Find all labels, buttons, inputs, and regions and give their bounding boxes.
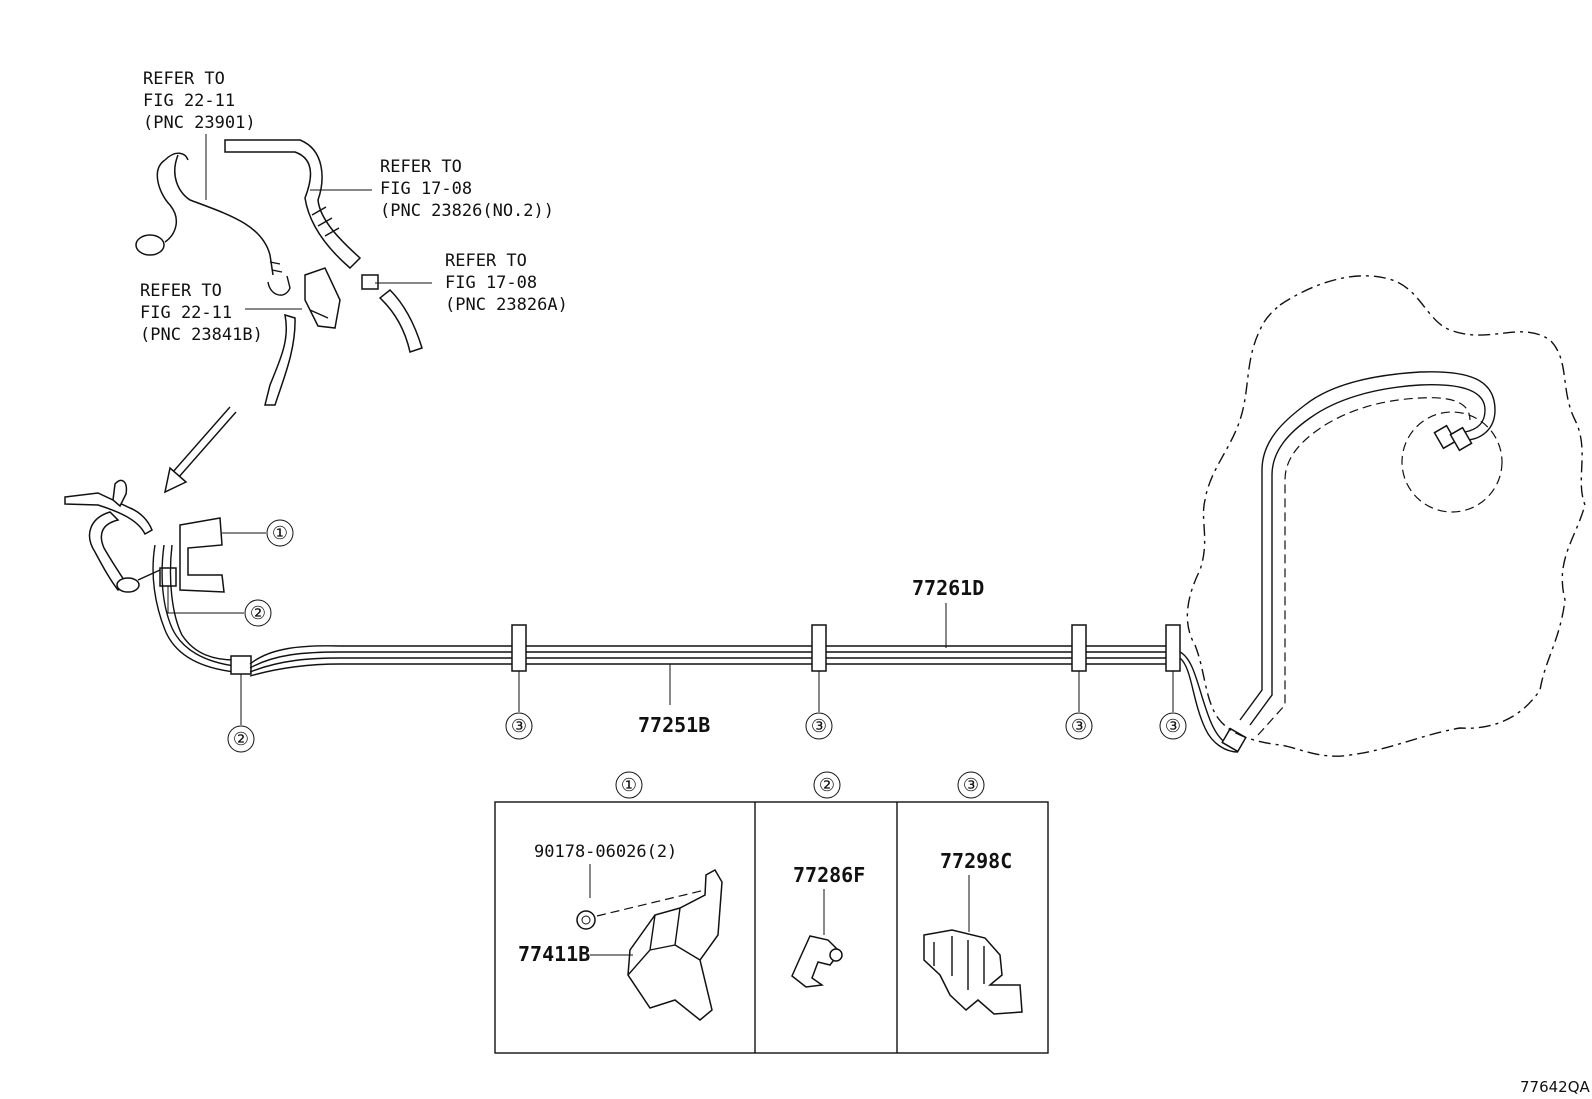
svg-text:REFER TO: REFER TO xyxy=(143,69,225,89)
callout-3-b: ③ xyxy=(811,716,827,737)
svg-text:FIG 22-11: FIG 22-11 xyxy=(143,91,235,111)
detail-box: ① ② ③ 90178-06026(2) 77411B 77286F 77298… xyxy=(494,771,1049,1054)
direction-arrow-icon xyxy=(163,406,237,494)
svg-text:FIG 22-11: FIG 22-11 xyxy=(140,303,232,323)
part-number-77298c: 77298C xyxy=(940,849,1012,873)
refer-label-fuel-inlet: REFER TO FIG 22-11 (PNC 23901) xyxy=(143,69,256,133)
clamp-3-d-icon xyxy=(1165,624,1181,672)
clamp-3-c-icon xyxy=(1071,624,1087,672)
refer-label-fuel-hose-a: REFER TO FIG 17-08 (PNC 23826A) xyxy=(445,251,568,315)
refer-label-breather: REFER TO FIG 22-11 (PNC 23841B) xyxy=(140,281,263,345)
fuel-tube-assembly xyxy=(64,479,1247,753)
figure-id: 77642QA xyxy=(1520,1078,1591,1096)
reference-hoses-group xyxy=(135,134,432,406)
clamp-3-a-icon xyxy=(511,624,527,672)
svg-text:FIG 17-08: FIG 17-08 xyxy=(445,273,537,293)
detail-header-2: ② xyxy=(819,775,835,796)
fuel-hose-a xyxy=(378,288,423,353)
svg-text:REFER TO: REFER TO xyxy=(445,251,527,271)
part-number-bolt: 90178-06026(2) xyxy=(534,842,677,862)
clamp-77298c-icon xyxy=(923,929,1023,1015)
clamp-3-b-icon xyxy=(811,624,827,672)
svg-text:FIG 17-08: FIG 17-08 xyxy=(380,179,472,199)
svg-text:(PNC 23841B): (PNC 23841B) xyxy=(140,325,263,345)
fuel-inlet-hose xyxy=(156,154,274,276)
svg-text:(PNC 23901): (PNC 23901) xyxy=(143,113,256,133)
part-number-77411b: 77411B xyxy=(518,942,590,966)
hose-clip-icon xyxy=(361,274,379,290)
vent-hose-no2 xyxy=(224,139,362,270)
detail-header-3: ③ xyxy=(963,775,979,796)
svg-text:(PNC 23826A): (PNC 23826A) xyxy=(445,295,568,315)
callout-2-upper: ② xyxy=(250,603,266,624)
callout-3-d: ③ xyxy=(1165,716,1181,737)
bracket-77411b-icon xyxy=(179,517,225,593)
callout-3-a: ③ xyxy=(511,716,527,737)
part-number-77251b: 77251B xyxy=(638,713,710,737)
breather-valve-icon xyxy=(304,267,341,329)
detail-header-1: ① xyxy=(621,775,637,796)
svg-text:REFER TO: REFER TO xyxy=(140,281,222,301)
svg-text:(PNC 23826(NO.2)): (PNC 23826(NO.2)) xyxy=(380,201,554,221)
part-number-77261d: 77261D xyxy=(912,576,984,600)
part-number-77286f: 77286F xyxy=(793,863,865,887)
filler-pipe-stub xyxy=(64,492,153,536)
callout-1: ① xyxy=(272,523,288,544)
breather-hose xyxy=(264,313,296,406)
clamp-2-lower-icon xyxy=(230,655,252,675)
fuel-tank-outline xyxy=(1186,275,1586,757)
clamp-77286f-icon xyxy=(791,935,841,988)
svg-text:REFER TO: REFER TO xyxy=(380,157,462,177)
fuel-gauge-sender-icon xyxy=(1401,411,1503,513)
callout-2-lower: ② xyxy=(233,729,249,750)
inlet-neck-icon xyxy=(135,234,165,256)
callout-3-c: ③ xyxy=(1071,716,1087,737)
refer-label-vent-hose-no2: REFER TO FIG 17-08 (PNC 23826(NO.2)) xyxy=(380,157,554,221)
bolt-icon xyxy=(576,910,596,930)
